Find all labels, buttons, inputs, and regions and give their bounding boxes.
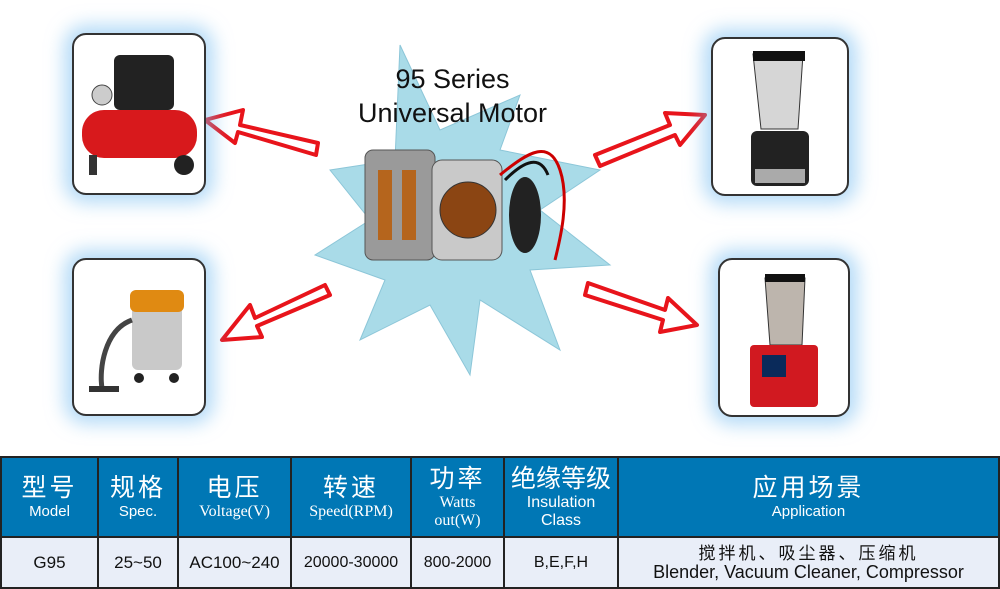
blender-image-bottom bbox=[718, 258, 850, 417]
scene-graphic bbox=[203, 44, 707, 377]
cell-spec: 25~50 bbox=[97, 536, 179, 589]
vacuum-cleaner-image bbox=[72, 258, 206, 416]
arrow-to-vacuum bbox=[220, 283, 332, 342]
cell-insulation: B,E,F,H bbox=[503, 536, 619, 589]
arrow-to-blender-top bbox=[593, 111, 707, 168]
compressor-image bbox=[72, 33, 206, 195]
cell-voltage: AC100~240 bbox=[177, 536, 292, 589]
title-line-2: Universal Motor bbox=[357, 98, 548, 128]
motor-image bbox=[364, 149, 566, 261]
cell-watts: 800-2000 bbox=[410, 536, 505, 589]
blender-image-top bbox=[711, 37, 849, 196]
cell-model: G95 bbox=[0, 536, 99, 589]
arrow-to-compressor bbox=[203, 108, 320, 157]
title-line-1: 95 Series bbox=[395, 64, 510, 94]
cell-speed: 20000-30000 bbox=[290, 536, 412, 589]
arrow-to-blender-bottom bbox=[583, 281, 699, 334]
table-row: G95 25~50 AC100~240 20000-30000 800-2000… bbox=[0, 536, 1000, 589]
